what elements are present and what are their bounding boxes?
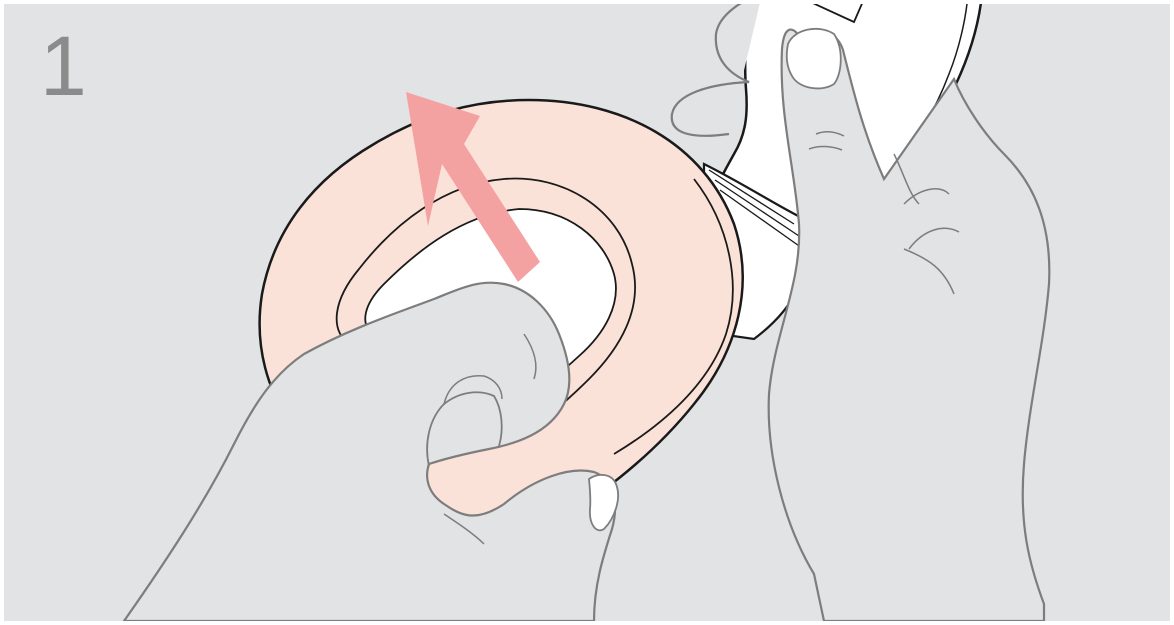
step-number: 1 xyxy=(40,24,87,108)
illustration xyxy=(4,4,1170,621)
instruction-panel: 1 xyxy=(4,4,1170,621)
